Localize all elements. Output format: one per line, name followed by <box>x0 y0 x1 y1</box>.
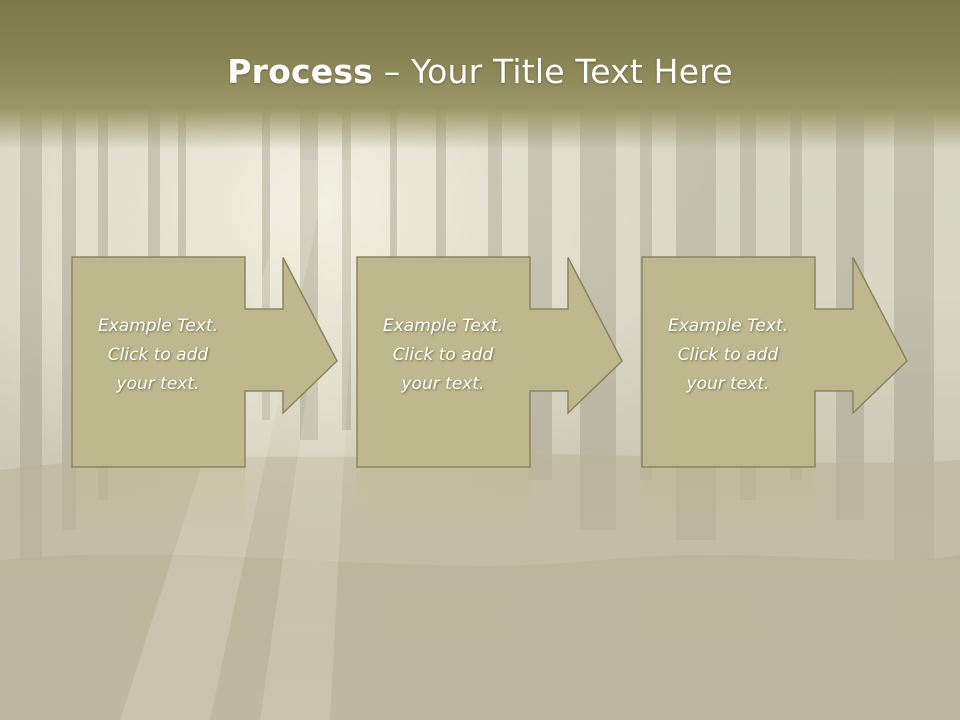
right-arrow-icon <box>71 256 338 468</box>
slide-title[interactable]: Process – Your Title Text Here <box>0 52 960 91</box>
step-text[interactable]: Example Text. Click to add your text. <box>382 316 504 394</box>
process-step-1[interactable]: Example Text. Click to add your text. <box>71 256 361 528</box>
step-text[interactable]: Example Text. Click to add your text. <box>97 316 219 394</box>
title-band <box>0 0 960 150</box>
slide-title-rest: – Your Title Text Here <box>373 52 733 91</box>
step-text[interactable]: Example Text. Click to add your text. <box>667 316 789 394</box>
slide-title-bold: Process <box>227 52 374 91</box>
right-arrow-icon <box>356 256 623 468</box>
process-step-2[interactable]: Example Text. Click to add your text. <box>356 256 646 528</box>
right-arrow-icon <box>641 256 908 468</box>
process-step-3[interactable]: Example Text. Click to add your text. <box>641 256 931 528</box>
step-reflection <box>641 468 815 528</box>
step-reflection <box>71 468 245 528</box>
step-reflection <box>356 468 530 528</box>
